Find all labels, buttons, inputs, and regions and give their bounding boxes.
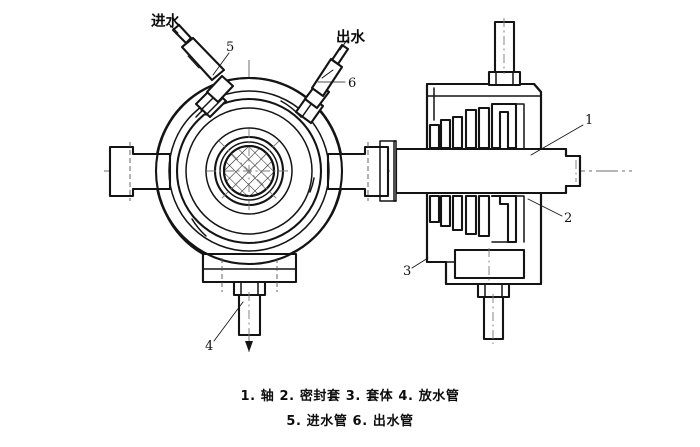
shaft-left-stub (379, 140, 397, 202)
section-view (379, 18, 582, 344)
callout-2: 2 (564, 211, 572, 226)
lug-hole-centerlines (129, 142, 369, 292)
hub-radial-centermarks (207, 129, 291, 213)
callout-5: 5 (226, 40, 234, 55)
section-top-pipe (487, 18, 522, 87)
caption-line-1: 1. 轴 2. 密封套 3. 套体 4. 放水管 (240, 388, 459, 404)
section-bottom-pipe (476, 282, 511, 344)
callout-6: 6 (348, 76, 356, 91)
seal-sleeve-lower (428, 194, 525, 244)
front-view (108, 23, 390, 352)
shaft (394, 147, 582, 195)
callout-4: 4 (205, 339, 213, 354)
caption-line-2: 5. 进水管 6. 出水管 (286, 413, 413, 429)
internal-chamber (426, 87, 542, 282)
seal-sleeve-upper (428, 102, 525, 150)
figure-caption: 1. 轴 2. 密封套 3. 套体 4. 放水管 5. 进水管 6. 出水管 (240, 388, 459, 429)
annotation-labels: 进水 出水 5 6 4 1 2 3 (151, 12, 593, 354)
inlet-pipe (168, 23, 235, 119)
outlet-label: 出水 (336, 28, 365, 46)
left-mounting-lug (108, 145, 172, 198)
callout-1: 1 (585, 113, 593, 128)
drain-pipe (232, 280, 267, 352)
housing-outer-circle (154, 76, 344, 266)
callout-3: 3 (403, 264, 411, 279)
drain-flow-arrow (245, 341, 253, 352)
outlet-pipe (294, 39, 350, 125)
right-mounting-lug (326, 145, 390, 198)
leader-lines (212, 52, 584, 342)
inlet-label: 进水 (151, 12, 180, 30)
